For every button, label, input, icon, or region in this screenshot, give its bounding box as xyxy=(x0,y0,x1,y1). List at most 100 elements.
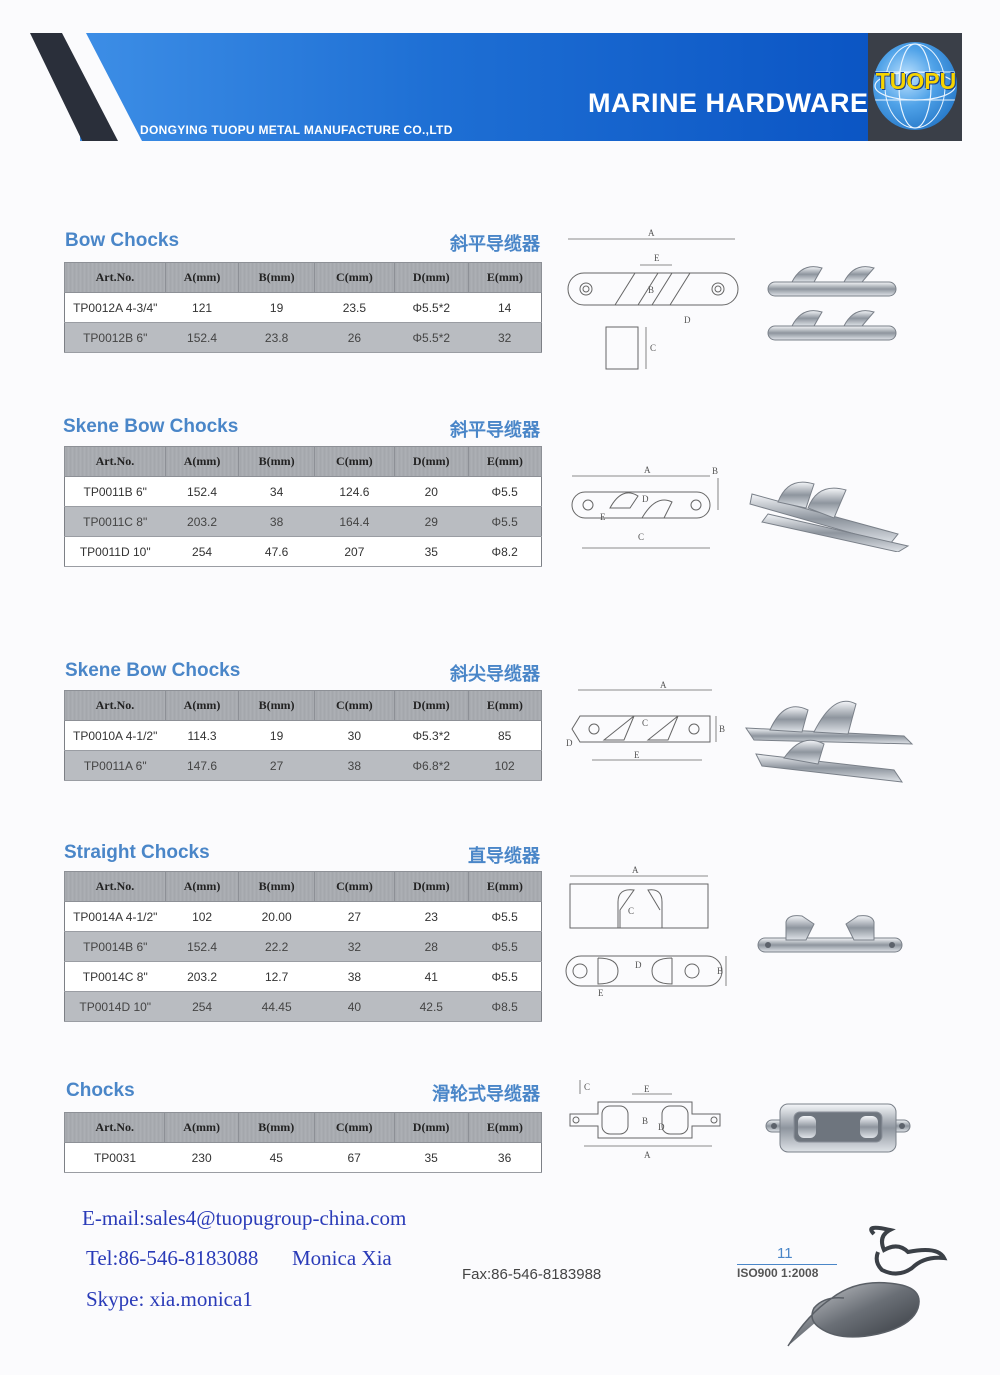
dim-label: D xyxy=(658,1122,665,1132)
table-cell: 85 xyxy=(468,720,542,751)
table-cell: Φ8.2 xyxy=(468,536,542,567)
col-header: E(mm) xyxy=(467,871,543,902)
section-cn-title: 滑轮式导缆器 xyxy=(432,1084,540,1104)
table-cell: 41 xyxy=(394,961,469,992)
company-name: DONGYING TUOPU METAL MANUFACTURE CO.,LTD xyxy=(140,123,453,137)
table-cell: 29 xyxy=(394,506,469,537)
roller-chock-dimension-drawing: C E B D A xyxy=(569,1080,721,1160)
dim-label: B xyxy=(719,724,725,734)
pointed-chock-dimension-drawing: A C B E D xyxy=(566,680,725,761)
table-cell: 42.5 xyxy=(394,991,469,1022)
col-header: A(mm) xyxy=(164,262,240,293)
table-cell: TP0012B 6" xyxy=(64,322,166,353)
col-header: Art.No. xyxy=(64,446,166,477)
table-cell: 23 xyxy=(394,901,469,932)
table-header-row: Art.No. A(mm) B(mm) C(mm) D(mm) E(mm) xyxy=(64,262,543,293)
dim-label: B xyxy=(648,285,654,295)
table-cell: 32 xyxy=(468,322,542,353)
contact-skype: Skype: xia.monica1 xyxy=(86,1287,253,1311)
table-cell: TP0014C 8" xyxy=(64,961,166,992)
page-number: 11 xyxy=(777,1245,793,1262)
table-cell: 47.6 xyxy=(238,536,315,567)
table-cell: 35 xyxy=(394,536,469,567)
table-cell: Φ5.5 xyxy=(468,901,542,932)
table-header-row: Art.No. A(mm) B(mm) C(mm) D(mm) E(mm) xyxy=(64,690,543,721)
table-cell: TP0011D 10" xyxy=(64,536,166,567)
col-header: D(mm) xyxy=(393,262,469,293)
table-cell: Φ5.5 xyxy=(468,506,542,537)
bow-chock-product-photo xyxy=(767,266,897,341)
pointed-chock-product-photo xyxy=(745,700,914,783)
col-header: B(mm) xyxy=(238,262,316,293)
table-row: TP0011C 8" 203.2 38 164.4 29 Φ5.5 xyxy=(64,506,542,537)
table-cell: 23.8 xyxy=(238,322,315,353)
dim-label: D xyxy=(684,315,691,325)
table-header-row: Art.No. A(mm) B(mm) C(mm) D(mm) E(mm) xyxy=(63,1112,543,1143)
table-cell: 36 xyxy=(468,1142,542,1173)
table-cell: 32 xyxy=(314,931,395,962)
table-cell: 35 xyxy=(394,1142,469,1173)
table-cell: 19 xyxy=(238,292,315,323)
col-header: B(mm) xyxy=(238,446,316,477)
table-cell: 34 xyxy=(238,476,315,507)
table-cell: Φ5.5*2 xyxy=(394,292,469,323)
header-banner xyxy=(80,33,870,141)
table-cell: 147.6 xyxy=(165,750,239,781)
table-row: TP0014A 4-1/2" 102 20.00 27 23 Φ5.5 xyxy=(64,901,542,932)
table-cell: 121 xyxy=(165,292,239,323)
dim-label: C xyxy=(650,343,656,353)
catalog-title: MARINE HARDWARE xyxy=(588,88,869,118)
dim-label: C xyxy=(638,532,644,542)
table-header-row: Art.No. A(mm) B(mm) C(mm) D(mm) E(mm) xyxy=(64,871,543,902)
spec-table-bow-chocks: Art.No. A(mm) B(mm) C(mm) D(mm) E(mm) TP… xyxy=(64,262,543,353)
table-cell: 152.4 xyxy=(165,476,239,507)
table-cell: TP0010A 4-1/2" xyxy=(64,720,166,751)
col-header: B(mm) xyxy=(237,1112,315,1143)
dim-label: C xyxy=(642,718,648,728)
dim-label: A xyxy=(648,228,655,238)
contact-person: Monica Xia xyxy=(292,1246,392,1270)
col-header: E(mm) xyxy=(467,1112,543,1143)
table-cell: 114.3 xyxy=(165,720,239,751)
dim-label: D xyxy=(566,738,573,748)
table-cell: Φ6.8*2 xyxy=(394,750,469,781)
table-cell: 44.45 xyxy=(238,991,315,1022)
table-cell: Φ5.5 xyxy=(468,961,542,992)
col-header: B(mm) xyxy=(238,871,316,902)
col-header: C(mm) xyxy=(314,871,395,902)
table-cell: Φ5.5 xyxy=(468,931,542,962)
table-cell: 230 xyxy=(164,1142,239,1173)
section-title-skene-bow-chocks-pointed: Skene Bow Chocks xyxy=(65,660,241,681)
section-title-straight-chocks: Straight Chocks xyxy=(64,842,210,863)
table-cell: 45 xyxy=(238,1142,315,1173)
table-cell: 102 xyxy=(468,750,542,781)
straight-chock-product-photo xyxy=(757,915,903,953)
dim-label: B xyxy=(717,966,723,976)
table-header-row: Art.No. A(mm) B(mm) C(mm) D(mm) E(mm) xyxy=(64,446,543,477)
section-cn-title: 斜平导缆器 xyxy=(450,420,540,440)
table-cell: 22.2 xyxy=(238,931,315,962)
section-title-bow-chocks: Bow Chocks xyxy=(65,230,180,251)
col-header: C(mm) xyxy=(314,262,395,293)
table-cell: 254 xyxy=(165,991,239,1022)
col-header: D(mm) xyxy=(393,446,469,477)
table-cell: 19 xyxy=(238,720,315,751)
dim-label: E xyxy=(644,1084,650,1094)
table-cell: 254 xyxy=(165,536,239,567)
table-cell: TP0011C 8" xyxy=(64,506,166,537)
table-cell: 203.2 xyxy=(165,506,239,537)
table-cell: 67 xyxy=(314,1142,395,1173)
contact-email: E-mail:sales4@tuopugroup-china.com xyxy=(82,1206,407,1230)
table-row: TP0014D 10" 254 44.45 40 42.5 Φ8.5 xyxy=(64,991,542,1022)
spec-table-skene-bow-chocks-pointed: Art.No. A(mm) B(mm) C(mm) D(mm) E(mm) TP… xyxy=(64,690,543,781)
section-title-skene-bow-chocks: Skene Bow Chocks xyxy=(63,416,239,437)
table-cell: TP0011B 6" xyxy=(64,476,166,507)
table-cell: 12.7 xyxy=(238,961,315,992)
table-cell: TP0014D 10" xyxy=(64,991,166,1022)
table-cell: 203.2 xyxy=(165,961,239,992)
table-row: TP0014B 6" 152.4 22.2 32 28 Φ5.5 xyxy=(64,931,542,962)
col-header: Art.No. xyxy=(63,1112,166,1143)
col-header: E(mm) xyxy=(467,262,543,293)
section-title-chocks: Chocks xyxy=(66,1080,135,1101)
section-cn-title: 斜平导缆器 xyxy=(450,234,540,254)
